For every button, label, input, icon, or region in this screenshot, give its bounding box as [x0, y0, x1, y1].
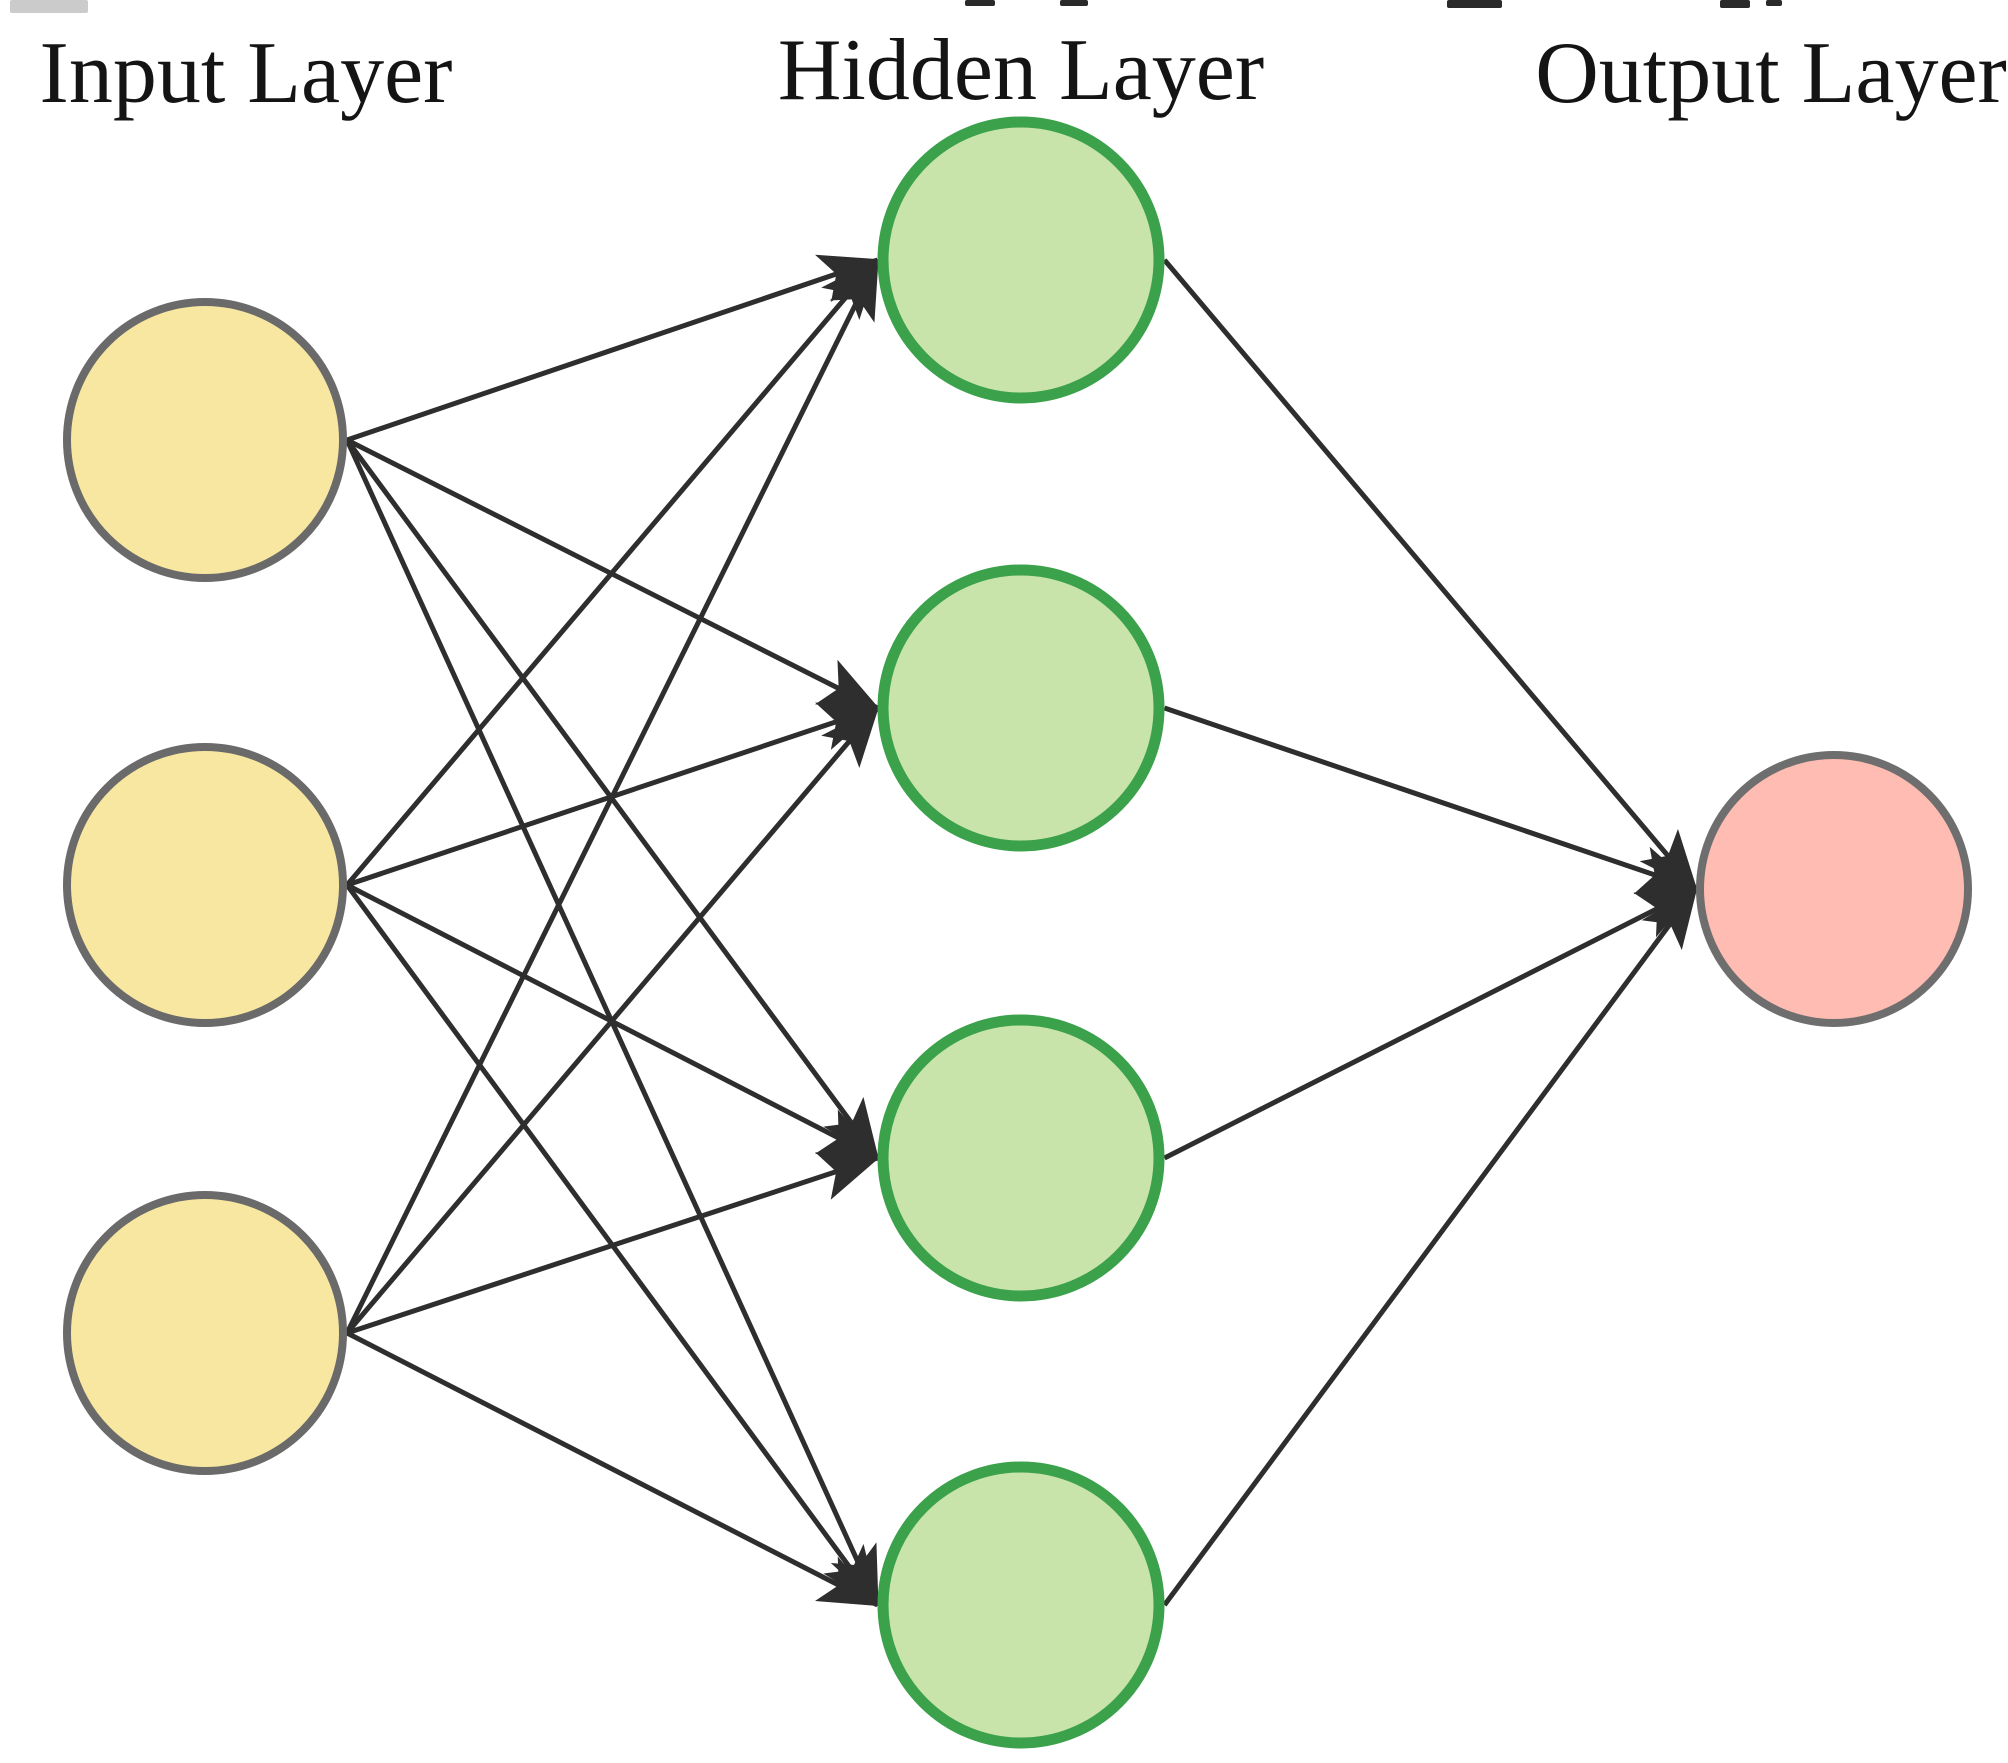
hidden-node-h3 — [877, 1014, 1165, 1302]
top-edge-artifact-5 — [1720, 0, 1750, 8]
hidden-node-h4 — [877, 1461, 1165, 1749]
edge-i1-h1 — [346, 254, 880, 443]
hidden-layer-label: Hidden Layer — [777, 22, 1265, 119]
top-edge-artifact-2 — [965, 0, 995, 6]
hidden-node-h2 — [877, 564, 1165, 852]
top-edge-artifact-3 — [1060, 0, 1088, 6]
input-node-i1 — [63, 298, 347, 582]
input-layer-label: Input Layer — [39, 25, 453, 122]
input-node-i3 — [63, 1191, 347, 1475]
edges-group — [344, 254, 1699, 1608]
edge-i3-h4 — [345, 1330, 880, 1608]
nodes-group — [63, 116, 1972, 1749]
top-edge-artifact-1 — [10, 0, 88, 13]
edge-i3-h2 — [345, 706, 880, 1335]
edge-h2-o1 — [1163, 705, 1699, 895]
output-node-o1 — [1696, 751, 1972, 1027]
input-node-i2 — [63, 743, 347, 1027]
edge-h4-o1 — [1162, 886, 1699, 1607]
top-edge-artifact-6 — [1766, 0, 1782, 6]
top-edge-artifact-4 — [1447, 0, 1502, 8]
output-layer-label: Output Layer — [1535, 25, 2007, 122]
edge-i2-h1 — [345, 258, 880, 887]
edge-h3-o1 — [1163, 886, 1699, 1161]
hidden-node-h1 — [877, 116, 1165, 404]
edge-h1-o1 — [1162, 258, 1698, 891]
edge-i3-h1 — [344, 257, 880, 1335]
edge-i3-h3 — [346, 1152, 880, 1336]
